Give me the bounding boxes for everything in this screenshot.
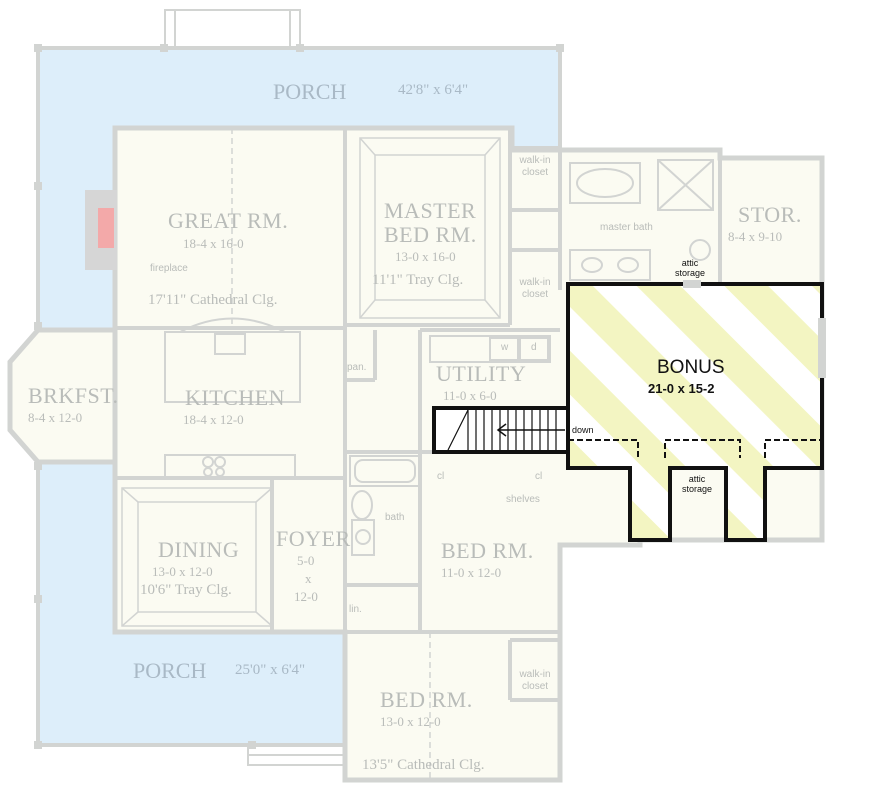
walk-in-closet-3-label: walk-in closet (519, 669, 551, 692)
master-bed-ceiling: 11'1" Tray Clg. (372, 272, 464, 288)
closet-1-label: cl (437, 471, 445, 482)
bonus-room-area (566, 282, 824, 542)
tray-ceilings (121, 128, 501, 780)
bonus-label: BONUS (657, 357, 725, 378)
utility-label: UTILITY (436, 361, 527, 386)
porch-top-label: PORCH (273, 79, 347, 104)
hall-bath-fixtures (349, 455, 421, 556)
closet-2-label: cl (535, 471, 543, 482)
kitchen-dims: 18-4 x 12-0 (183, 412, 244, 427)
linen-label: lin. (349, 604, 362, 615)
stairs-down-label: down (572, 425, 594, 435)
bed-room-3-label: BED RM. (380, 687, 473, 712)
porch-posts (34, 44, 564, 749)
porch-bottom-label: PORCH (133, 658, 207, 683)
porch-steps-bottom (247, 744, 345, 766)
foyer-dim-2: 12-0 (294, 589, 318, 604)
knee-walls (568, 439, 822, 458)
porch-bottom-dims: 25'0" x 6'4" (235, 662, 306, 678)
bonus-dims: 21-0 x 15-2 (648, 381, 715, 396)
great-room-ceiling: 17'11" Cathedral Clg. (148, 292, 278, 308)
bed-room-3-ceiling: 13'5" Cathedral Clg. (362, 757, 485, 773)
shelves-label: shelves (506, 494, 540, 505)
breakfast-label: BRKFST. (28, 383, 119, 408)
breakfast-dims: 8-4 x 12-0 (28, 410, 83, 425)
pantry-label: pan. (347, 362, 367, 373)
attic-storage-top-label: attic storage (674, 258, 706, 278)
storage-label: STOR. (738, 202, 802, 227)
storage-dims: 8-4 x 9-10 (728, 229, 783, 244)
dining-ceiling: 10'6" Tray Clg. (140, 582, 232, 598)
utility-dims: 11-0 x 6-0 (443, 388, 497, 403)
walk-in-closet-1-label: walk-in closet (519, 155, 551, 178)
master-bed-dims: 13-0 x 16-0 (395, 249, 456, 264)
master-bed-label-1: MASTER (384, 198, 477, 223)
bed-room-3-dims: 13-0 x 12-0 (380, 714, 441, 729)
kitchen-island (164, 317, 301, 478)
master-bed-label-2: BED RM. (384, 222, 477, 247)
master-bath-fixtures (569, 159, 714, 281)
kitchen-label: KITCHEN (185, 385, 286, 410)
porch-top-dims: 42'8" x 6'4" (398, 82, 469, 98)
fireplace-icon (85, 190, 117, 270)
master-bath-label: master bath (600, 222, 653, 233)
foyer-label: FOYER (276, 526, 351, 551)
bed-room-2-label: BED RM. (441, 538, 534, 563)
fireplace-label: fireplace (150, 263, 188, 274)
stairs-down-arrow-icon (496, 423, 565, 437)
great-room-label: GREAT RM. (168, 208, 289, 233)
interior-walls (115, 128, 722, 702)
attic-storage-bottom-label: attic storage (681, 474, 713, 494)
bath-label: bath (385, 512, 405, 523)
porch-steps-top (164, 9, 301, 51)
washer-dryer (429, 335, 551, 363)
great-room-dims: 18-4 x 16-0 (183, 236, 244, 251)
foyer-dim-1: 5-0 (297, 553, 315, 568)
washer-label: w (501, 342, 509, 353)
dining-dims: 13-0 x 12-0 (152, 564, 213, 579)
bed-room-2-dims: 11-0 x 12-0 (441, 565, 502, 580)
dining-label: DINING (158, 537, 240, 562)
walk-in-closet-2-label: walk-in closet (519, 277, 551, 300)
bonus-window-marks (683, 280, 826, 378)
foyer-x: x (305, 571, 312, 586)
dryer-label: d (531, 342, 537, 353)
breakfast-bay (7, 327, 118, 465)
